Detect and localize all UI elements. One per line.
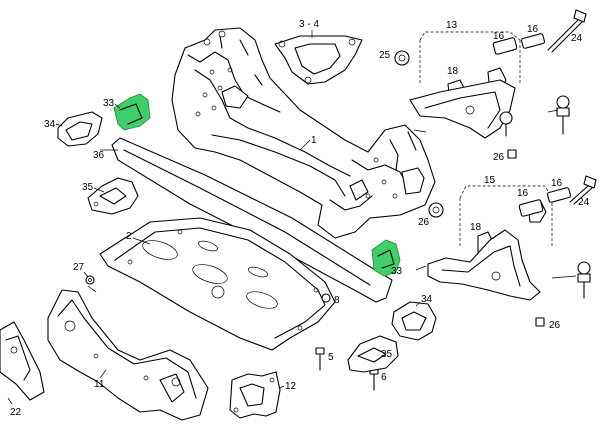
callout-6: 6	[381, 372, 387, 383]
bracket-part-35-upper[interactable]	[87, 177, 139, 215]
bolt-part-8[interactable]	[321, 293, 331, 303]
callout-22: 22	[10, 407, 22, 418]
mount-part-33-lower[interactable]	[371, 239, 401, 277]
callout-27: 27	[73, 262, 85, 273]
bolt-part-23-upper[interactable]	[547, 9, 587, 53]
callout-25: 26	[493, 152, 505, 163]
ball-joint-part-upper[interactable]	[556, 95, 570, 135]
callout-12: 12	[285, 381, 297, 392]
callout-24-lower: 26	[418, 217, 430, 228]
bolt-part-5[interactable]	[315, 347, 325, 371]
crossmember-part-1[interactable]	[171, 27, 436, 239]
callout-3-4: 3 - 4	[299, 19, 319, 30]
upper-control-arm[interactable]	[409, 79, 516, 139]
callout-24-upper: 25	[379, 50, 391, 61]
dashed-box-part-13	[419, 31, 521, 84]
callout-8: 8	[334, 295, 340, 306]
bracket-part-3-4[interactable]	[274, 35, 363, 85]
callout-16-lower: 16	[517, 188, 529, 199]
callout-15: 15	[484, 175, 496, 186]
callout-18-lower: 18	[470, 222, 482, 233]
callout-16b-upper: 16	[527, 24, 539, 35]
bushing-part-16-lower[interactable]	[518, 187, 572, 217]
nut-part-24-lower[interactable]	[428, 202, 444, 218]
nut-part-24-upper[interactable]	[394, 50, 410, 66]
callout-5: 5	[328, 352, 334, 363]
callout-11: 11	[94, 379, 105, 390]
callout-1: 1	[311, 135, 317, 146]
callout-33-upper: 33	[103, 98, 115, 109]
bolt-part-23-lower[interactable]	[569, 175, 597, 205]
callout-36: 36	[93, 150, 105, 161]
callout-34-lower: 34	[421, 294, 433, 305]
callout-33-lower: 33	[391, 266, 403, 277]
callout-16b-lower: 16	[551, 178, 563, 189]
undertray-part-2[interactable]	[99, 217, 336, 351]
lower-control-arm[interactable]	[427, 229, 541, 301]
bracket-part-12[interactable]	[229, 371, 281, 419]
callout-13: 13	[446, 20, 458, 31]
nut-part-27[interactable]	[85, 275, 95, 285]
bracket-part-35-lower[interactable]	[347, 335, 399, 373]
callout-18-upper: 18	[447, 66, 459, 77]
callout-2: 2	[126, 231, 132, 242]
callout-16-upper: 16	[493, 31, 505, 42]
strip-part-36[interactable]	[111, 137, 393, 303]
bushing-part-16-upper[interactable]	[492, 33, 546, 55]
nut-part-25[interactable]	[507, 149, 517, 159]
ball-joint-upper[interactable]	[499, 111, 513, 137]
ball-joint-part-lower[interactable]	[577, 261, 591, 299]
callout-35-lower: 35	[381, 349, 393, 360]
callout-26: 26	[549, 320, 561, 331]
mount-part-34-lower[interactable]	[391, 301, 437, 341]
mount-part-34-upper[interactable]	[57, 111, 103, 147]
callout-23-upper: 24	[571, 33, 583, 44]
callout-23-lower: 24	[578, 197, 590, 208]
dashed-box-part-15	[459, 185, 553, 246]
nut-part-26[interactable]	[535, 317, 545, 327]
bracket-part-22[interactable]	[0, 321, 45, 401]
callout-34-upper: 34	[44, 119, 56, 130]
callout-35-upper: 35	[82, 182, 94, 193]
crossmember-part-11[interactable]	[47, 289, 209, 421]
mount-part-33-upper[interactable]	[113, 93, 151, 131]
bolt-part-6[interactable]	[369, 367, 379, 391]
